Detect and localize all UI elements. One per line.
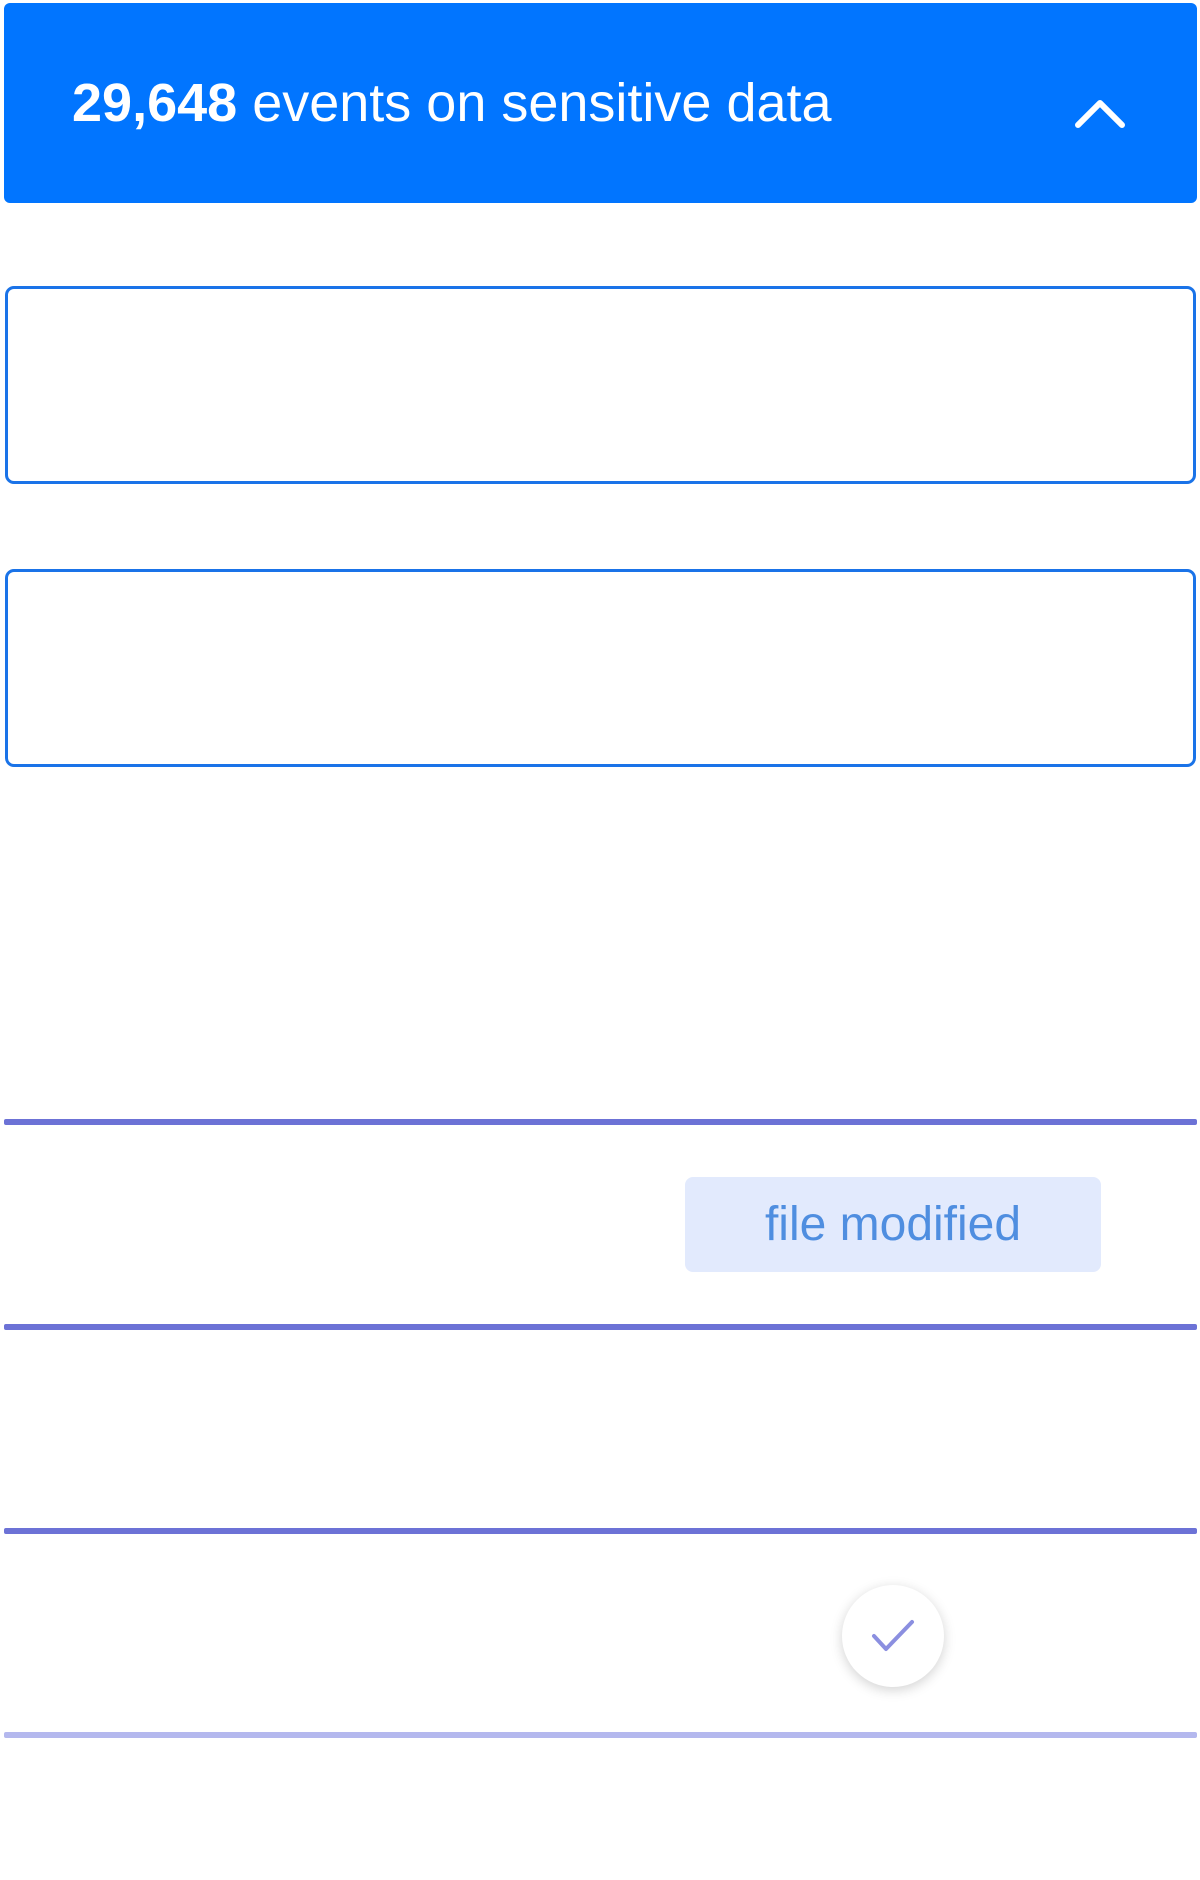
filter-field-1[interactable] bbox=[5, 286, 1196, 484]
row-divider bbox=[4, 1732, 1197, 1738]
event-count-label: events on sensitive data bbox=[252, 73, 832, 133]
events-summary-title: 29,648 events on sensitive data bbox=[72, 76, 832, 130]
event-row[interactable]: file modified bbox=[4, 1125, 1197, 1324]
collapse-button[interactable] bbox=[1062, 75, 1138, 151]
checkmark-icon bbox=[872, 1620, 914, 1651]
event-row[interactable] bbox=[4, 1534, 1197, 1732]
filter-field-2[interactable] bbox=[5, 569, 1196, 767]
status-check-button[interactable] bbox=[842, 1585, 944, 1687]
events-summary-header[interactable]: 29,648 events on sensitive data bbox=[4, 3, 1197, 203]
event-count: 29,648 bbox=[72, 73, 238, 133]
chevron-up-icon bbox=[1075, 100, 1125, 128]
event-row[interactable] bbox=[4, 1330, 1197, 1528]
row-divider bbox=[4, 1119, 1197, 1125]
event-type-badge: file modified bbox=[685, 1177, 1101, 1272]
row-divider bbox=[4, 1528, 1197, 1534]
row-divider bbox=[4, 1324, 1197, 1330]
